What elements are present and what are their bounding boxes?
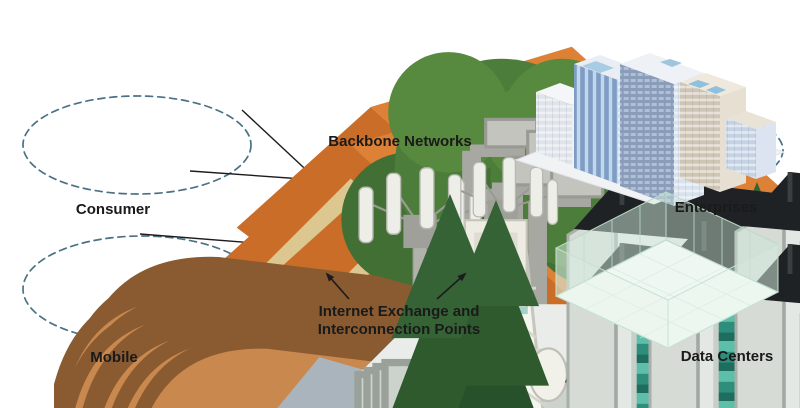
backbone-label: Backbone Networks — [328, 133, 471, 150]
consumer-label: Consumer — [76, 201, 150, 218]
enterprises-cluster — [514, 53, 786, 206]
datacenter-cluster — [554, 191, 780, 349]
ixp-arrows — [325, 272, 467, 300]
datacenter-glass-wall-front — [667, 243, 779, 349]
enterprises-label: Enterprises — [675, 199, 758, 216]
labels: Backbone Networks Consumer Mobile Enterp… — [76, 133, 773, 366]
datacenter-floor-grid — [583, 253, 753, 339]
ixp-label-line1: Internet Exchange and — [319, 303, 480, 320]
enterprise-building — [726, 111, 776, 179]
ixp-arrow — [436, 272, 467, 300]
glass-wall-mullions — [583, 205, 751, 282]
consumer-ellipse — [22, 95, 252, 195]
ixp-arrow — [325, 272, 350, 300]
enterprise-building — [680, 73, 746, 192]
mobile-label: Mobile — [90, 349, 138, 366]
ixp-label-line2: Interconnection Points — [318, 321, 481, 338]
data-centers-label: Data Centers — [681, 348, 774, 365]
